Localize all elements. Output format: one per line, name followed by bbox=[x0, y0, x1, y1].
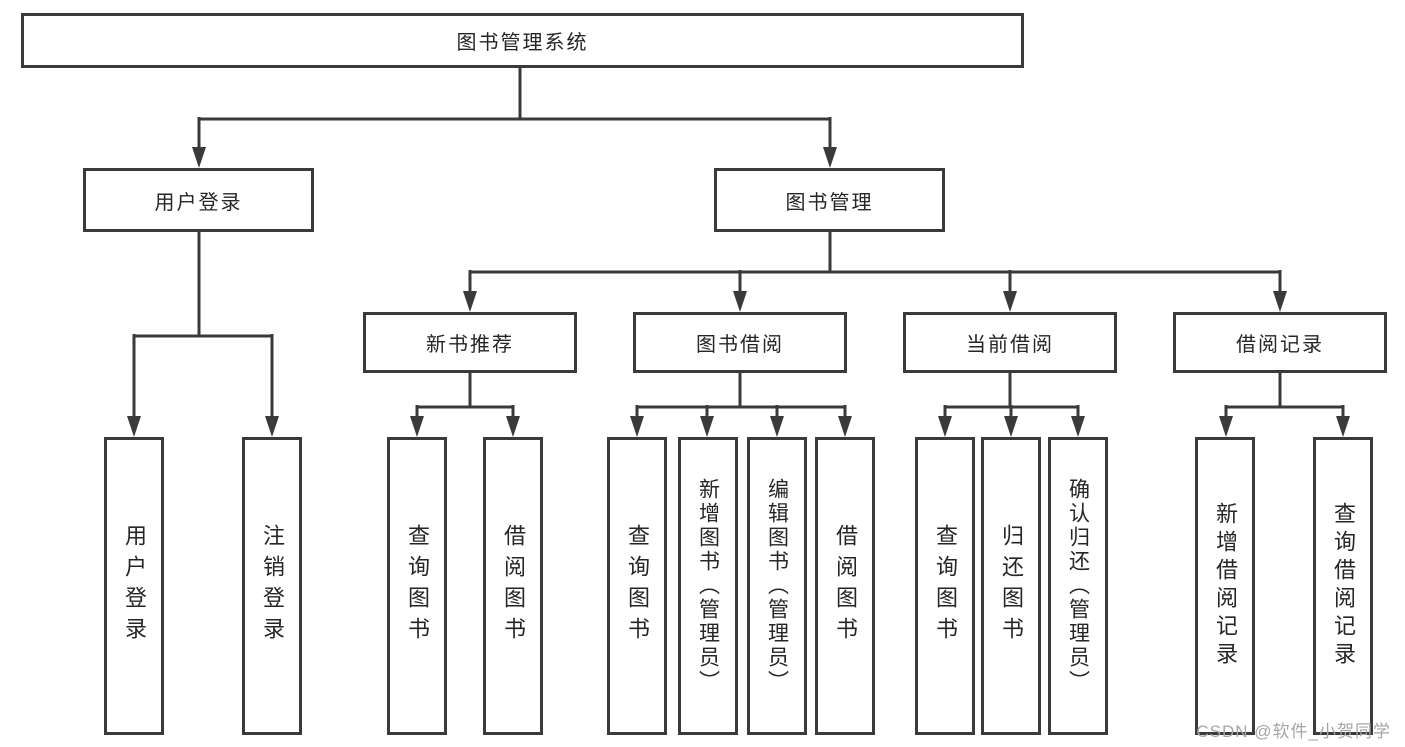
arrowheads bbox=[127, 147, 1350, 437]
node-label: 查询图书 bbox=[625, 524, 650, 648]
node-new-book-recommend: 新书推荐 bbox=[363, 312, 577, 373]
leaf-query-books-current: 查询图书 bbox=[915, 437, 975, 735]
leaf-query-books-borrow: 查询图书 bbox=[607, 437, 667, 735]
node-label: 确认归还（管理员） bbox=[1066, 478, 1090, 694]
node-label: 新增图书（管理员） bbox=[696, 478, 720, 694]
node-label: 图书管理 bbox=[785, 191, 874, 214]
node-label: 用户登录 bbox=[154, 191, 243, 214]
leaf-borrow-books-recommend: 借阅图书 bbox=[483, 437, 543, 735]
node-borrow-records: 借阅记录 bbox=[1173, 312, 1387, 373]
node-label: 用户登录 bbox=[122, 524, 147, 648]
node-label: 查询图书 bbox=[933, 524, 958, 648]
node-label: 新增借阅记录 bbox=[1213, 502, 1238, 670]
node-label: 归还图书 bbox=[999, 524, 1024, 648]
leaf-query-books-recommend: 查询图书 bbox=[387, 437, 447, 735]
leaf-logout: 注销登录 bbox=[242, 437, 302, 735]
leaf-query-borrow-record: 查询借阅记录 bbox=[1313, 437, 1373, 735]
leaf-return-book: 归还图书 bbox=[981, 437, 1041, 735]
node-label: 编辑图书（管理员） bbox=[765, 478, 789, 694]
node-root-system: 图书管理系统 bbox=[21, 13, 1024, 68]
csdn-watermark: CSDN @软件_小贺同学 bbox=[1196, 722, 1391, 741]
node-label: 借阅图书 bbox=[501, 524, 526, 648]
leaf-edit-book-admin: 编辑图书（管理员） bbox=[747, 437, 807, 735]
node-user-login: 用户登录 bbox=[83, 168, 314, 232]
node-current-borrow: 当前借阅 bbox=[903, 312, 1117, 373]
node-book-management: 图书管理 bbox=[714, 168, 945, 232]
node-label: 图书管理系统 bbox=[456, 32, 589, 54]
node-label: 查询借阅记录 bbox=[1331, 502, 1356, 670]
leaf-confirm-return-admin: 确认归还（管理员） bbox=[1048, 437, 1108, 735]
node-label: 当前借阅 bbox=[966, 334, 1054, 356]
node-label: 借阅图书 bbox=[833, 524, 858, 648]
leaf-add-book-admin: 新增图书（管理员） bbox=[678, 437, 738, 735]
node-label: 注销登录 bbox=[260, 524, 285, 648]
node-label: 查询图书 bbox=[405, 524, 430, 648]
leaf-add-borrow-record: 新增借阅记录 bbox=[1195, 437, 1255, 735]
leaf-borrow-books: 借阅图书 bbox=[815, 437, 875, 735]
node-book-borrow: 图书借阅 bbox=[633, 312, 847, 373]
node-label: 新书推荐 bbox=[426, 334, 514, 356]
node-label: 借阅记录 bbox=[1236, 334, 1324, 356]
node-label: 图书借阅 bbox=[696, 334, 784, 356]
leaf-user-login: 用户登录 bbox=[104, 437, 164, 735]
